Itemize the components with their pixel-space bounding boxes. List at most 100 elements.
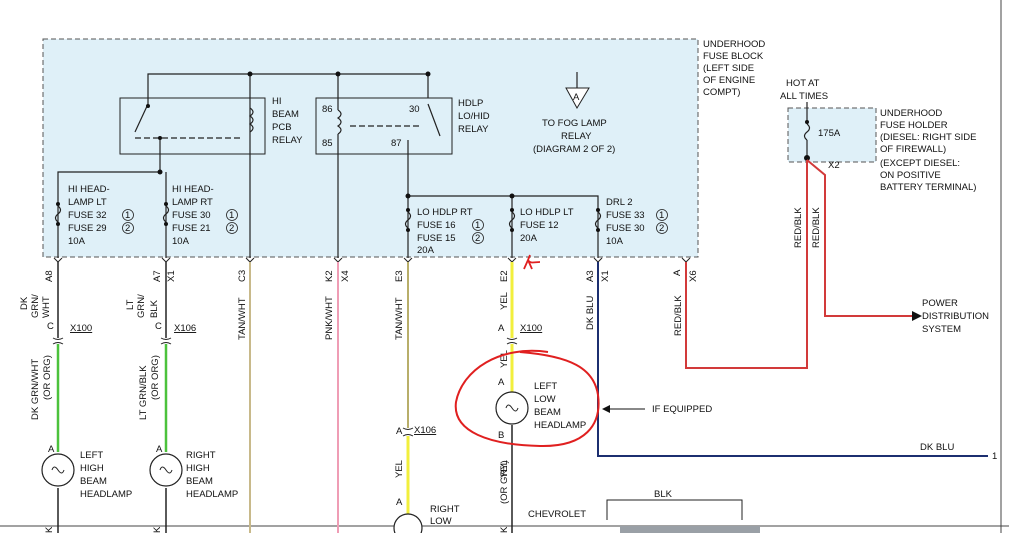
svg-text:DK BLU: DK BLU	[585, 296, 596, 330]
svg-text:BEAM: BEAM	[80, 476, 107, 487]
svg-text:RIGHT: RIGHT	[186, 450, 216, 461]
fuse-holder-175a: 175A	[818, 128, 841, 139]
svg-text:A7: A7	[152, 270, 163, 282]
svg-text:TO FOG LAMP: TO FOG LAMP	[542, 118, 607, 129]
svg-text:POWER: POWER	[922, 298, 958, 309]
svg-text:K: K	[44, 526, 55, 533]
svg-text:UNDERHOOD: UNDERHOOD	[703, 39, 765, 50]
svg-text:A: A	[156, 444, 163, 455]
fuse-hi-headlamp-lt: HI HEAD- LAMP LT FUSE 32 FUSE 29 10A 1 2	[68, 184, 134, 247]
svg-text:87: 87	[391, 138, 402, 149]
svg-text:LOW: LOW	[534, 394, 556, 405]
svg-text:X106: X106	[414, 425, 436, 436]
wire-color-labels: DK GRN/ WHT LT GRN/ BLK TAN/WHT PNK/WHT …	[19, 207, 822, 533]
svg-text:RELAY: RELAY	[561, 131, 592, 142]
svg-text:SYSTEM: SYSTEM	[922, 324, 961, 335]
blk-label: BLK	[654, 489, 673, 500]
svg-text:BEAM: BEAM	[534, 407, 561, 418]
svg-text:LEFT: LEFT	[534, 381, 557, 392]
svg-text:FUSE BLOCK: FUSE BLOCK	[703, 51, 764, 62]
svg-text:RELAY: RELAY	[272, 135, 303, 146]
svg-text:DISTRIBUTION: DISTRIBUTION	[922, 311, 989, 322]
connector-labels: C X100 C X106 A X100 A X106 A B A A A	[47, 321, 542, 508]
svg-text:C: C	[47, 321, 54, 332]
fuse-hi-headlamp-rt: HI HEAD- LAMP RT FUSE 30 FUSE 21 10A 1 2	[172, 184, 238, 247]
svg-text:ON POSITIVE: ON POSITIVE	[880, 170, 941, 181]
svg-text:2: 2	[125, 223, 130, 234]
svg-text:ALL TIMES: ALL TIMES	[780, 91, 828, 102]
svg-text:OF ENGINE: OF ENGINE	[703, 75, 755, 86]
svg-text:RELAY: RELAY	[458, 124, 489, 135]
svg-text:HEADLAMP: HEADLAMP	[534, 420, 586, 431]
svg-text:K: K	[499, 526, 510, 533]
svg-text:E2: E2	[499, 270, 510, 282]
svg-text:A: A	[396, 497, 403, 508]
svg-text:(LEFT SIDE: (LEFT SIDE	[703, 63, 754, 74]
svg-text:A8: A8	[44, 270, 55, 282]
fuse-lo-hdlp-lt: LO HDLP LT FUSE 12 20A	[520, 207, 574, 244]
svg-text:C: C	[155, 321, 162, 332]
svg-text:YEL: YEL	[394, 460, 405, 478]
svg-text:OF FIREWALL): OF FIREWALL)	[880, 144, 946, 155]
svg-text:LOW: LOW	[430, 516, 452, 527]
svg-text:YEL: YEL	[499, 350, 510, 368]
svg-text:LO HDLP LT: LO HDLP LT	[520, 207, 574, 218]
svg-text:1: 1	[659, 210, 664, 221]
svg-text:DK GRN/WHT: DK GRN/WHT	[30, 359, 41, 420]
svg-text:(OR ORG): (OR ORG)	[42, 355, 53, 400]
svg-text:RED/BLK: RED/BLK	[811, 207, 822, 248]
svg-text:1: 1	[475, 220, 480, 231]
svg-text:FUSE 33: FUSE 33	[606, 210, 645, 221]
svg-text:X6: X6	[688, 270, 699, 282]
svg-text:FUSE 21: FUSE 21	[172, 223, 211, 234]
svg-text:RED/BLK: RED/BLK	[793, 207, 804, 248]
right-high-beam-headlamp: RIGHT HIGH BEAM HEADLAMP	[149, 450, 238, 500]
svg-text:LT: LT	[125, 299, 136, 310]
svg-text:X1: X1	[600, 270, 611, 282]
if-equipped-note: IF EQUIPPED	[602, 404, 712, 415]
svg-text:FUSE 29: FUSE 29	[68, 223, 107, 234]
svg-text:A: A	[396, 426, 403, 437]
svg-text:YEL: YEL	[499, 292, 510, 310]
svg-text:X106: X106	[174, 323, 196, 334]
fuse-holder-label: UNDERHOOD FUSE HOLDER (DIESEL: RIGHT SID…	[880, 108, 976, 193]
svg-text:(OR ORG): (OR ORG)	[150, 355, 161, 400]
svg-text:BEAM: BEAM	[272, 109, 299, 120]
red-circle-annotation	[454, 349, 600, 448]
svg-text:B: B	[498, 430, 504, 441]
svg-text:COMPT): COMPT)	[703, 87, 740, 98]
svg-text:IF EQUIPPED: IF EQUIPPED	[652, 404, 712, 415]
svg-text:K2: K2	[324, 270, 335, 282]
left-low-beam-headlamp: LEFT LOW BEAM HEADLAMP	[495, 381, 586, 431]
svg-text:UNDERHOOD: UNDERHOOD	[880, 108, 942, 119]
svg-text:A: A	[498, 377, 505, 388]
chevrolet-label: CHEVROLET	[528, 509, 586, 520]
red-arrow-annotation	[523, 254, 541, 270]
fuse-block-label: UNDERHOOD FUSE BLOCK (LEFT SIDE OF ENGIN…	[703, 39, 765, 98]
svg-text:FUSE 30: FUSE 30	[172, 210, 211, 221]
left-high-beam-headlamp: LEFT HIGH BEAM HEADLAMP	[41, 450, 132, 500]
svg-text:20A: 20A	[520, 233, 538, 244]
hot-at-all-times-label: HOT AT ALL TIMES	[780, 78, 828, 102]
svg-text:A: A	[48, 444, 55, 455]
svg-text:A: A	[573, 92, 580, 103]
svg-text:PNK/WHT: PNK/WHT	[324, 296, 335, 340]
svg-text:FUSE HOLDER: FUSE HOLDER	[880, 120, 948, 131]
power-distribution-label: POWER DISTRIBUTION SYSTEM	[922, 298, 989, 335]
svg-text:RIGHT: RIGHT	[430, 504, 460, 515]
svg-text:HIGH: HIGH	[186, 463, 210, 474]
svg-text:85: 85	[322, 138, 333, 149]
svg-text:HI HEAD-: HI HEAD-	[172, 184, 214, 195]
svg-text:10A: 10A	[172, 236, 190, 247]
svg-text:X100: X100	[70, 323, 92, 334]
svg-text:1: 1	[229, 210, 234, 221]
svg-text:FUSE 32: FUSE 32	[68, 210, 107, 221]
svg-text:LAMP RT: LAMP RT	[172, 197, 213, 208]
svg-text:FUSE 30: FUSE 30	[606, 223, 645, 234]
svg-text:LO HDLP RT: LO HDLP RT	[417, 207, 473, 218]
underhood-fuse-holder	[787, 107, 877, 163]
svg-text:10A: 10A	[606, 236, 624, 247]
terminal-1: 1	[992, 451, 997, 462]
svg-text:BEAM: BEAM	[186, 476, 213, 487]
